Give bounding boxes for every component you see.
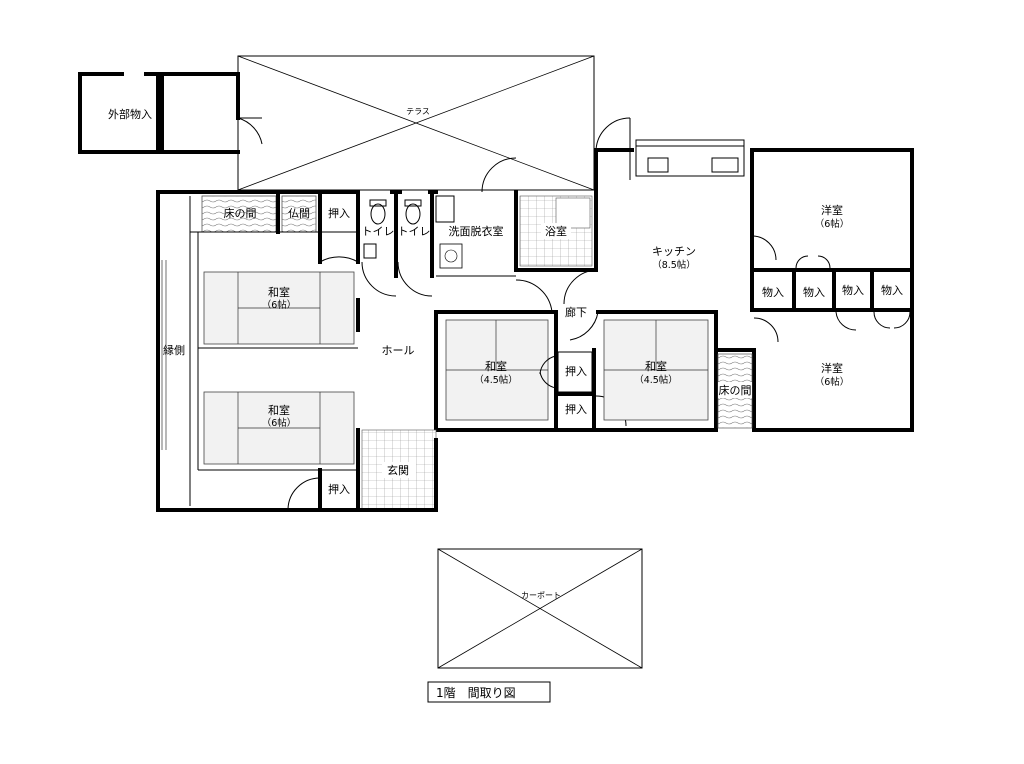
western-top-size: （6帖）	[815, 218, 850, 230]
tokonoma-left-label: 床の間	[224, 206, 257, 220]
terrace: テラス	[237, 55, 595, 191]
washitsu-top: 和室 （6帖）	[198, 271, 358, 349]
western-bottom-size: （6帖）	[815, 376, 850, 388]
toilets: トイレ トイレ	[362, 190, 434, 297]
terrace-label: テラス	[406, 107, 430, 116]
washitsu-top-size: （6帖）	[262, 299, 297, 311]
oshiire-mid-label: 押入	[565, 364, 587, 378]
toilet-1-label: トイレ	[362, 225, 395, 238]
tokonoma-right: 床の間	[717, 353, 753, 429]
washitsu-mid1: 和室 （4.5帖）	[445, 319, 549, 421]
top-left-alcoves: 床の間 仏間 押入	[201, 192, 359, 264]
hall-area: 廊下 ホール	[382, 269, 599, 357]
kitchen-label: キッチン	[652, 245, 696, 258]
oshiire-top-label: 押入	[328, 206, 350, 220]
oshiire-mid: 押入 押入	[539, 351, 627, 427]
storage-outside-label: 外部物入	[108, 107, 152, 121]
plan-title-text: 1階 間取り図	[436, 685, 516, 700]
kitchen: キッチン （8.5帖）	[595, 117, 745, 271]
mono-2-label: 物入	[803, 285, 825, 299]
washroom: 洗面脱衣室	[435, 157, 517, 277]
washitsu-mid2: 和室 （4.5帖）	[603, 319, 709, 421]
outer-walls	[156, 148, 914, 512]
washitsu-mid1-size: （4.5帖）	[474, 374, 518, 386]
butsuma-label: 仏間	[288, 207, 310, 220]
washitsu-mid2-size: （4.5帖）	[634, 374, 678, 386]
western-top: 洋室 （6帖）	[751, 203, 850, 261]
corridor-label: 廊下	[565, 305, 587, 319]
plan-title: 1階 間取り図	[427, 681, 551, 703]
genkan: 玄関	[356, 429, 438, 512]
bath-label: 浴室	[545, 224, 567, 238]
engawa-label: 縁側	[163, 343, 185, 357]
bath: 浴室	[519, 195, 593, 267]
storage-row: 物入 物入 物入 物入	[750, 255, 914, 331]
genkan-label: 玄関	[387, 463, 409, 477]
oshiire-bottom: 押入	[287, 468, 350, 512]
washitsu-top-label: 和室	[268, 285, 290, 299]
toilet-2-label: トイレ	[398, 225, 431, 238]
engawa: 縁側	[161, 196, 358, 506]
mono-4-label: 物入	[881, 283, 903, 297]
mono-3-label: 物入	[842, 283, 864, 297]
western-bottom-label: 洋室	[821, 361, 843, 375]
western-bottom: 洋室 （6帖）	[753, 317, 850, 388]
washitsu-mid1-label: 和室	[485, 359, 507, 373]
washitsu-bottom: 和室 （6帖）	[203, 391, 355, 465]
washroom-label: 洗面脱衣室	[449, 224, 504, 238]
kitchen-size: （8.5帖）	[652, 259, 696, 271]
washitsu-mid2-label: 和室	[645, 359, 667, 373]
washitsu-bottom-size: （6帖）	[262, 417, 297, 429]
mono-1-label: 物入	[762, 285, 784, 299]
western-top-label: 洋室	[821, 203, 843, 217]
washitsu-bottom-label: 和室	[268, 403, 290, 417]
carport-label: カーポート	[521, 591, 561, 600]
hall-label: ホール	[382, 344, 415, 357]
oshiire-bottom-label: 押入	[328, 482, 350, 496]
outside-storage: 外部物入	[78, 72, 263, 154]
oshiire-mid2-label: 押入	[565, 402, 587, 416]
tokonoma-right-label: 床の間	[719, 383, 752, 397]
carport: カーポート	[437, 548, 643, 669]
